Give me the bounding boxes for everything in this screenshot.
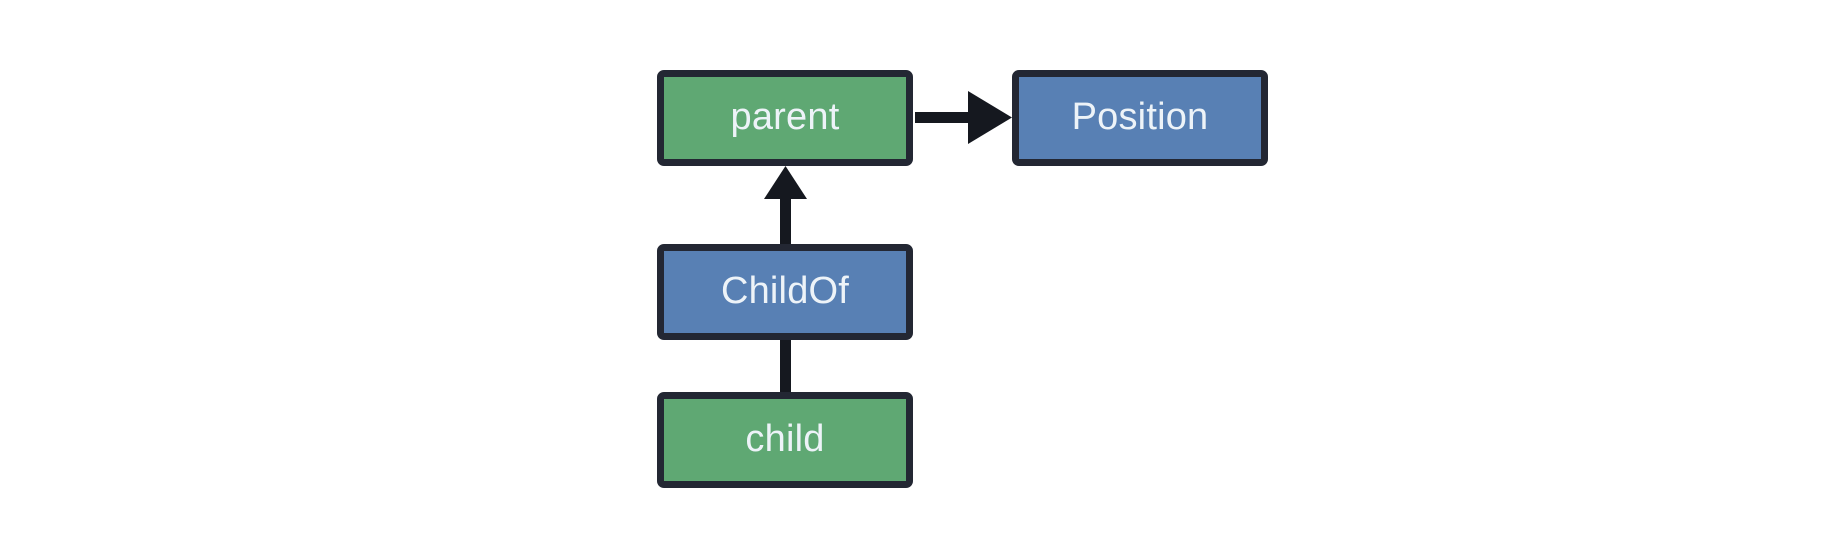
node-childof[interactable]: ChildOf [657, 244, 913, 340]
node-child[interactable]: child [657, 392, 913, 488]
node-parent[interactable]: parent [657, 70, 913, 166]
node-childof-label: ChildOf [720, 269, 850, 312]
node-parent-label: parent [730, 95, 840, 138]
edge-childof-to-parent [764, 166, 807, 245]
edge-parent-to-position [915, 91, 1012, 144]
node-child-label: child [745, 417, 825, 460]
edge-child-to-childof [780, 340, 791, 394]
node-position-label: Position [1071, 95, 1209, 138]
node-position[interactable]: Position [1012, 70, 1268, 166]
